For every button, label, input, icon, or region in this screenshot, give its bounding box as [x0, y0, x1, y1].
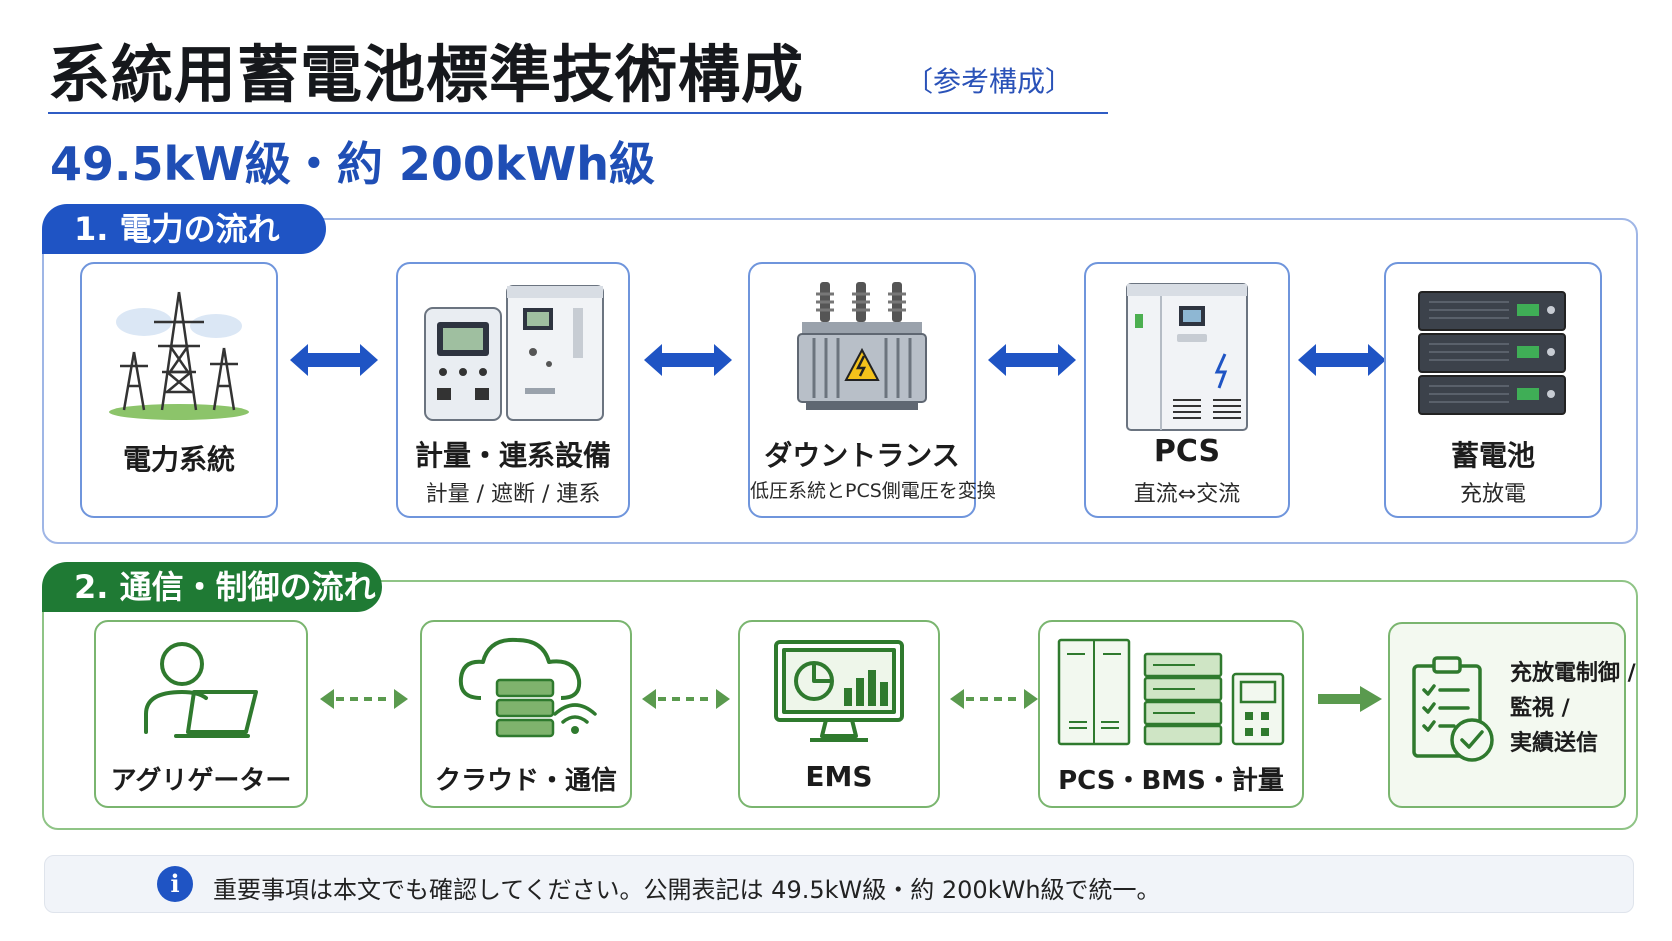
transmission-tower-icon [109, 291, 249, 420]
comm-arrow-1 [320, 689, 408, 709]
pcs-bms-meter-icon [1057, 638, 1285, 746]
pcs-bms-label: PCS・BMS・計量 [1058, 766, 1284, 796]
title-divider [48, 112, 1108, 114]
notice-bar: i 重要事項は本文でも確認してください。公開表記は 49.5kW級・約 200k… [44, 855, 1634, 913]
comm-arrow-result [1318, 686, 1382, 712]
metering-label: 計量・連系設備 [414, 439, 611, 472]
transformer-card: ダウントランス 低圧系統とPCS側電圧を変換 [748, 262, 996, 518]
grid-card: 電力系統 [80, 262, 278, 518]
reference-note: 〔参考構成〕 [905, 65, 1074, 98]
metering-sub: 計量 / 遮断 / 連系 [425, 482, 601, 507]
notice-text: 重要事項は本文でも確認してください。公開表記は 49.5kW級・約 200kWh… [213, 876, 1161, 904]
pcs-label: PCS [1153, 434, 1221, 469]
aggregator-label: アグリゲーター [110, 766, 292, 796]
aggregator-user-icon [144, 642, 258, 738]
aggregator-card: アグリゲーター [94, 620, 308, 808]
battery-label: 蓄電池 [1450, 439, 1535, 472]
result-line-3: 実績送信 [1510, 731, 1599, 756]
checklist-icon [1412, 656, 1494, 762]
result-line-2: 監視 / [1510, 696, 1570, 721]
pcs-cabinet-icon [1126, 283, 1248, 431]
cloud-card: クラウド・通信 [420, 620, 632, 808]
power-arrow-2 [644, 344, 732, 376]
power-flow-heading: 1. 電力の流れ [42, 204, 326, 254]
control-result-text: 充放電制御 / 監視 / 実績送信 [1510, 656, 1636, 761]
pcs-bms-card: PCS・BMS・計量 [1038, 620, 1304, 808]
ems-card: EMS [738, 620, 940, 808]
transformer-label: ダウントランス [764, 439, 960, 472]
cloud-label: クラウド・通信 [434, 766, 617, 796]
grid-label: 電力系統 [122, 443, 235, 476]
page-subtitle: 49.5kW級・約 200kWh級 [50, 137, 655, 191]
transformer-sub: 低圧系統とPCS側電圧を変換 [750, 480, 996, 502]
comm-arrow-2 [642, 689, 730, 709]
comm-arrow-3 [950, 689, 1038, 709]
pcs-card: PCS 直流⇔交流 [1084, 262, 1290, 518]
transformer-icon [797, 282, 927, 410]
battery-rack-icon [1418, 291, 1566, 415]
comm-flow-heading: 2. 通信・制御の流れ [42, 562, 382, 612]
ems-monitor-icon [774, 640, 904, 742]
metering-cabinet-icon [424, 285, 604, 421]
pcs-sub: 直流⇔交流 [1133, 482, 1241, 507]
power-arrow-4 [1298, 344, 1386, 376]
result-line-1: 充放電制御 / [1510, 661, 1636, 686]
ems-label: EMS [805, 760, 873, 793]
cloud-server-icon [458, 637, 597, 738]
control-result-card: 充放電制御 / 監視 / 実績送信 [1388, 622, 1636, 808]
page-title: 系統用蓄電池標準技術構成 [48, 38, 805, 111]
battery-sub: 充放電 [1459, 482, 1526, 507]
info-icon: i [157, 866, 193, 902]
power-arrow-1 [290, 344, 378, 376]
power-arrow-3 [988, 344, 1076, 376]
battery-card: 蓄電池 充放電 [1384, 262, 1602, 518]
metering-card: 計量・連系設備 計量 / 遮断 / 連系 [396, 262, 630, 518]
